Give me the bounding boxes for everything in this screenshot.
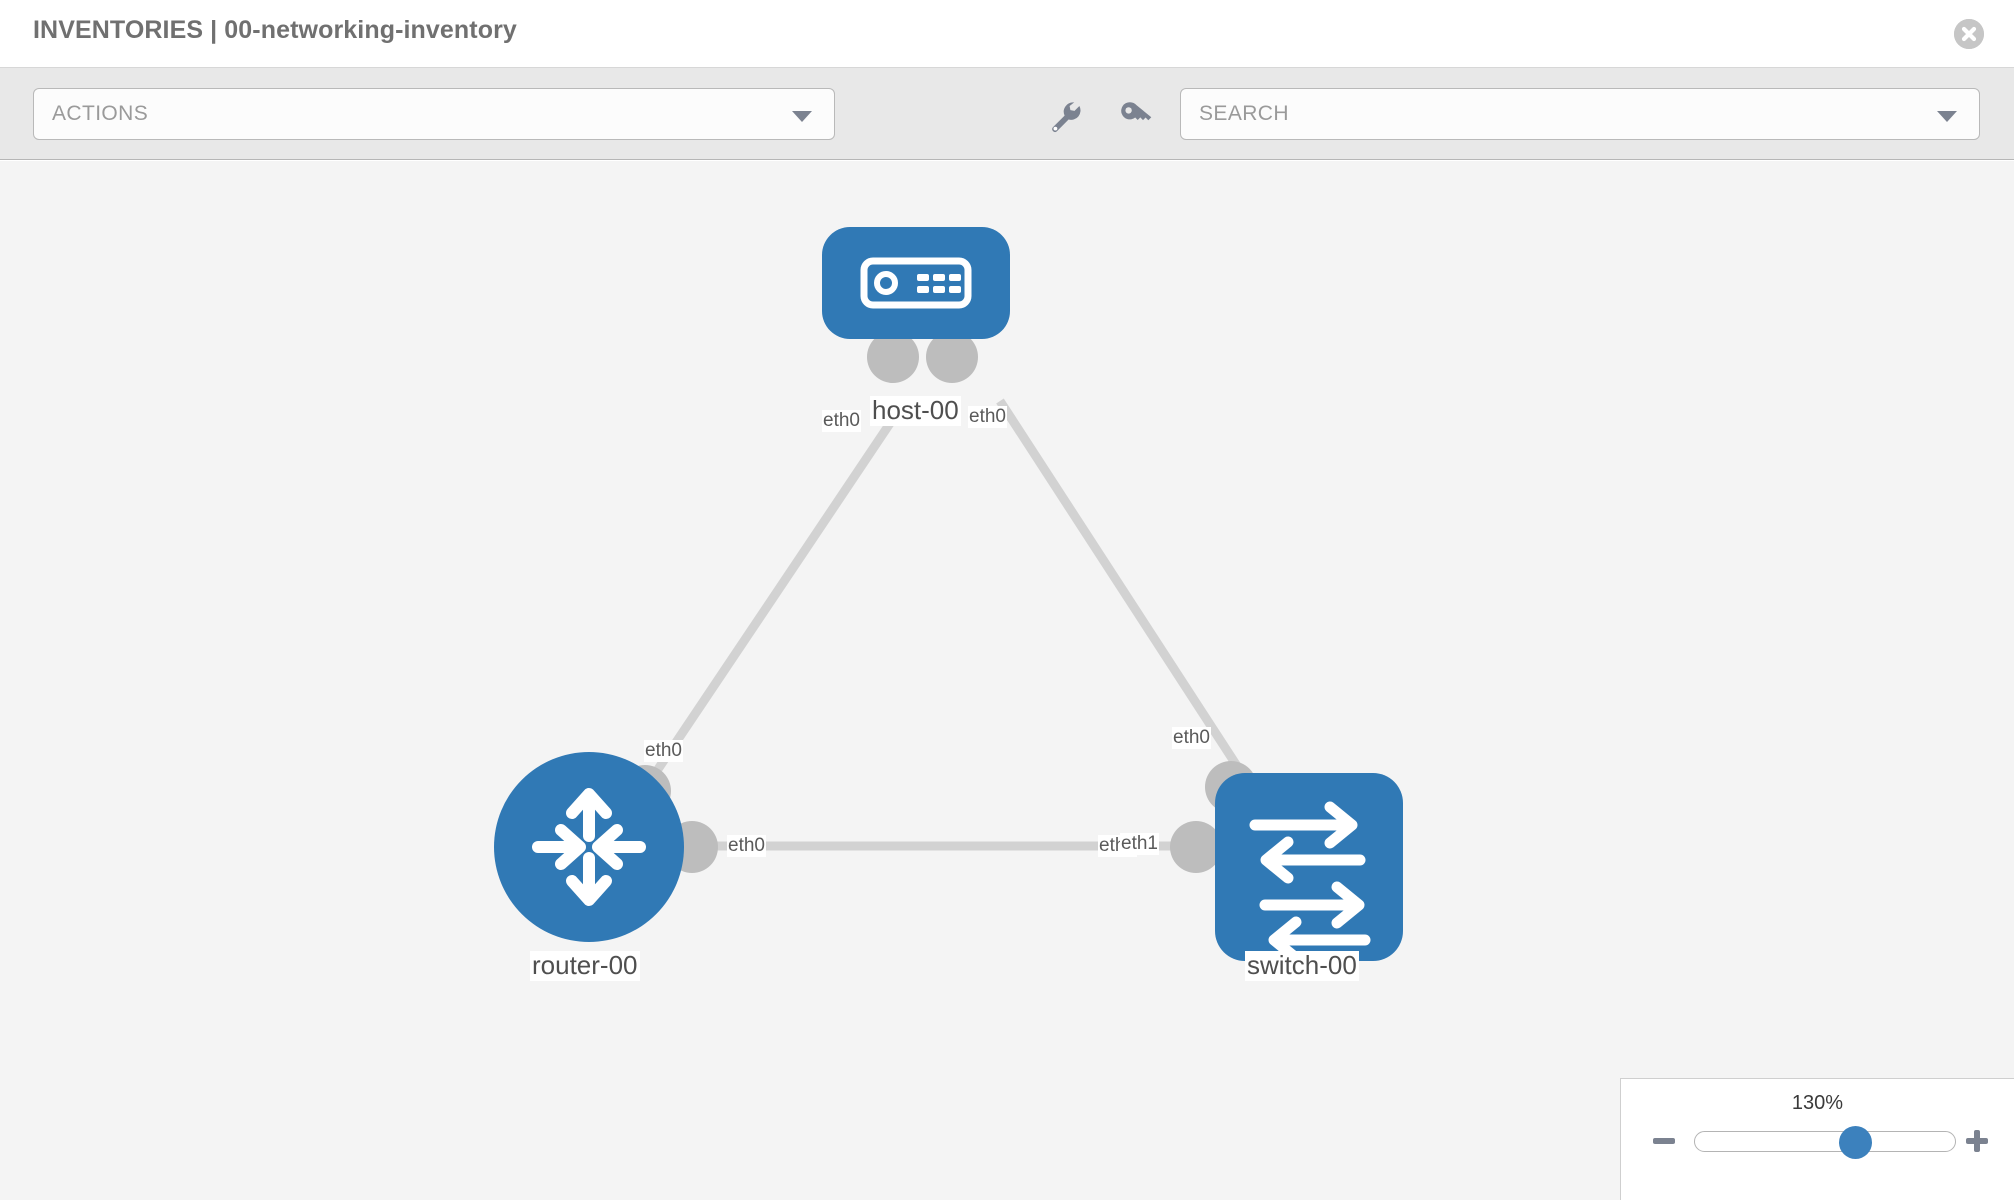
node-label-host-00: host-00 — [870, 395, 961, 426]
link-host-switch — [996, 398, 1254, 789]
topology-graph — [494, 227, 1403, 964]
actions-dropdown-label: ACTIONS — [52, 102, 149, 125]
key-icon[interactable] — [1115, 96, 1153, 134]
page-header: INVENTORIES | 00-networking-inventory — [0, 0, 2014, 68]
search-placeholder: SEARCH — [1199, 102, 1289, 125]
toolbar: ACTIONS SEARCH — [0, 68, 2014, 160]
iface-label-router-up: eth0 — [644, 740, 683, 762]
chevron-down-icon — [792, 111, 812, 122]
iface-label-router-right: eth0 — [727, 835, 766, 857]
wrench-icon[interactable] — [1045, 96, 1083, 134]
connector-host-right — [926, 331, 978, 383]
zoom-in-button[interactable] — [1962, 1126, 1992, 1156]
search-chevron-down-icon[interactable] — [1937, 111, 1957, 122]
search-input[interactable]: SEARCH — [1180, 88, 1980, 140]
connector-switch-left — [1170, 821, 1222, 873]
link-host-router — [636, 398, 909, 799]
link-layer — [636, 398, 1254, 851]
node-host-00 — [822, 227, 1010, 339]
connector-host-left — [867, 331, 919, 383]
iface-label-switch-up: eth0 — [1172, 727, 1211, 749]
zoom-out-button[interactable] — [1649, 1126, 1679, 1156]
zoom-slider-track[interactable] — [1694, 1126, 1956, 1159]
node-switch-00 — [1215, 773, 1403, 964]
iface-label-switch-left-b: eth1 — [1120, 833, 1159, 855]
actions-dropdown[interactable]: ACTIONS — [33, 88, 835, 140]
iface-label-host-right: eth0 — [968, 406, 1007, 428]
zoom-slider-thumb[interactable] — [1839, 1126, 1873, 1159]
server-icon — [860, 257, 972, 309]
topology-canvas[interactable]: host-00 router-00 switch-00 eth0 eth0 et… — [0, 161, 2014, 1200]
node-router-00 — [494, 752, 684, 942]
zoom-level-text: 130% — [1791, 1092, 1844, 1114]
iface-label-host-left: eth0 — [822, 410, 861, 432]
zoom-control: 130% — [1620, 1078, 2014, 1200]
node-label-switch-00: switch-00 — [1245, 950, 1359, 981]
router-arrows-icon — [532, 788, 646, 906]
close-icon[interactable] — [1954, 19, 1984, 49]
page-title: INVENTORIES | 00-networking-inventory — [33, 16, 517, 44]
switch-arrows-icon — [1249, 801, 1371, 964]
node-label-router-00: router-00 — [530, 950, 640, 981]
